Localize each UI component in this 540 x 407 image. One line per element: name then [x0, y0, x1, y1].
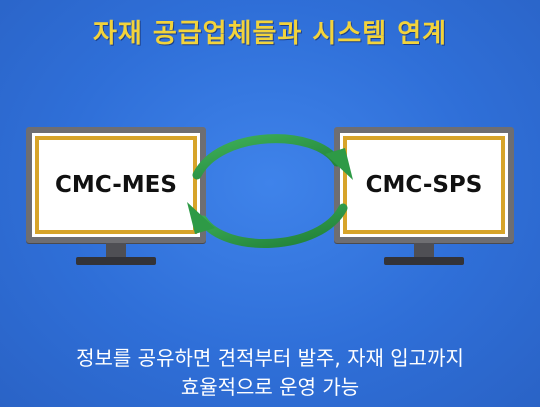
monitor-cmc-sps: CMC-SPS	[334, 127, 514, 267]
caption-line-2: 효율적으로 운영 가능	[180, 375, 360, 399]
monitor-label-sps: CMC-SPS	[365, 172, 483, 198]
arrow-to-mes-icon	[198, 203, 348, 248]
monitor-screen: CMC-SPS	[334, 127, 514, 243]
screen-panel: CMC-SPS	[343, 136, 505, 234]
monitor-screen: CMC-MES	[26, 127, 206, 243]
monitor-stand-base	[76, 257, 156, 265]
monitor-stand-neck	[106, 243, 126, 257]
slide-title: 자재 공급업체들과 시스템 연계	[92, 19, 448, 49]
arrow-to-sps-icon	[192, 134, 342, 180]
monitor-label-mes: CMC-MES	[55, 172, 177, 198]
monitor-cmc-mes: CMC-MES	[26, 127, 206, 267]
caption-line-1: 정보를 공유하면 견적부터 발주, 자재 입고까지	[76, 346, 464, 370]
monitor-stand-neck	[414, 243, 434, 257]
arrow-head-right-icon	[325, 148, 353, 180]
screen-panel: CMC-MES	[35, 136, 197, 234]
arrow-head-left-icon	[187, 202, 215, 234]
sync-arrows-icon	[187, 134, 353, 248]
monitor-stand-base	[384, 257, 464, 265]
